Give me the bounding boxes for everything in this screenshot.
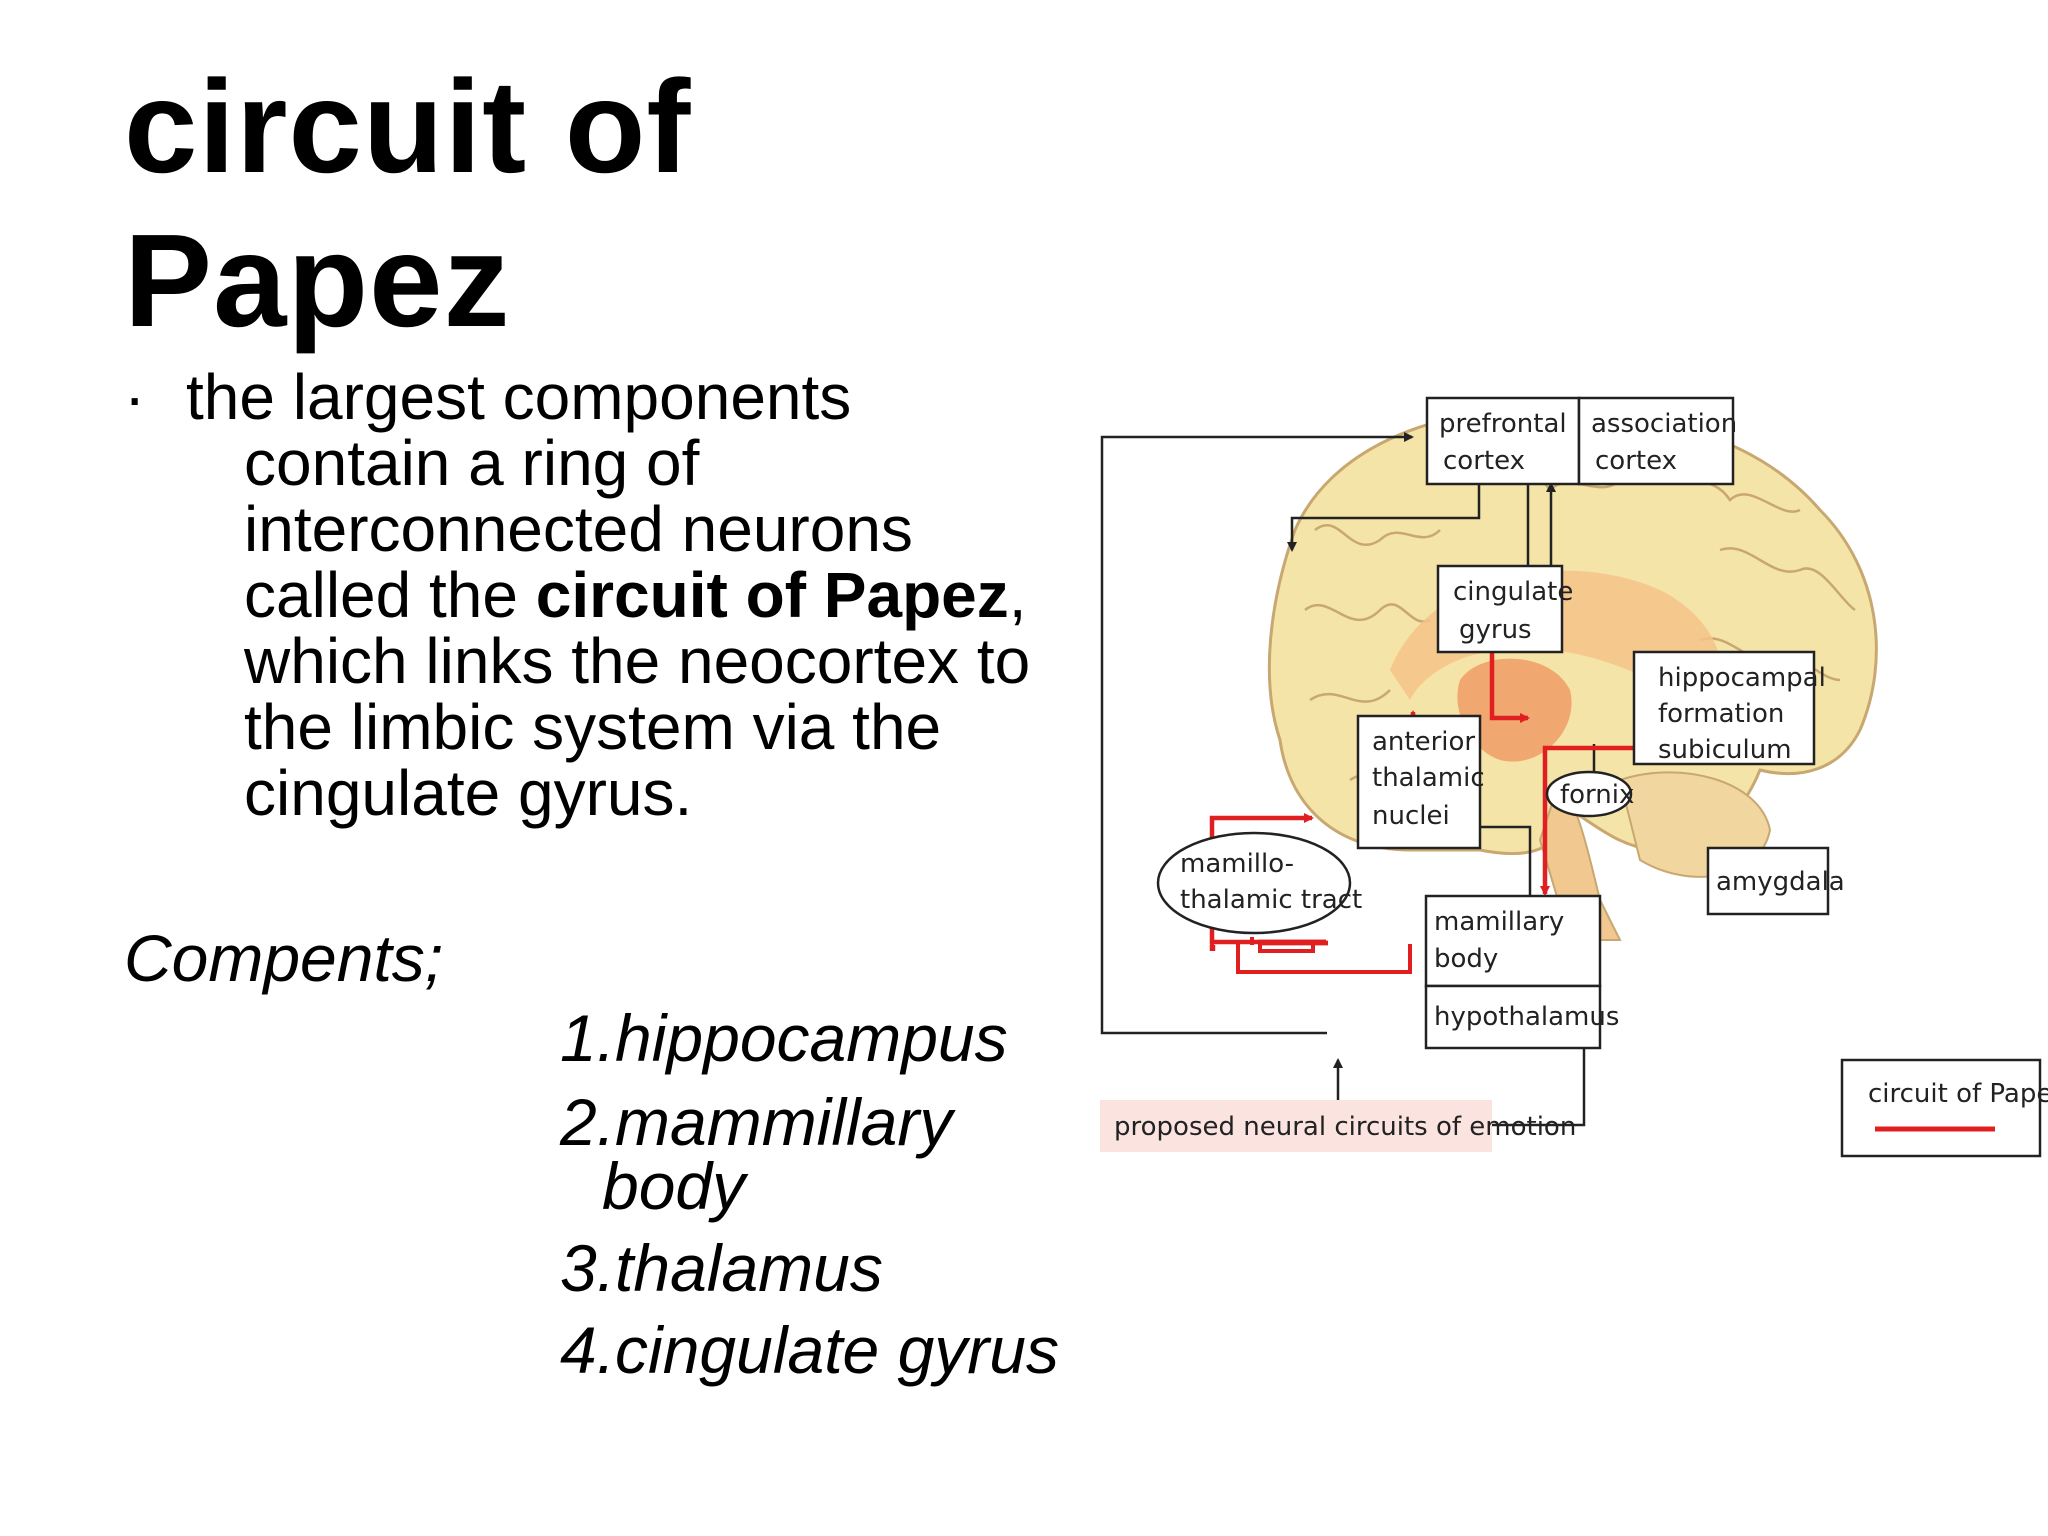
fornix-ellipse: [1545, 770, 1633, 818]
thalamus-shape: [1457, 658, 1572, 762]
bullet-marker: ·: [124, 361, 146, 433]
bullet-line: the largest components: [186, 361, 852, 433]
association-cortex-box: [1577, 396, 1735, 486]
component-item: 3.thalamus: [560, 1231, 883, 1305]
title-line-1: circuit of: [124, 53, 692, 200]
label-hippocampal: hippocampal: [1658, 663, 1826, 693]
bullet-paragraph: · the largest components contain a ring …: [124, 364, 1104, 826]
bullet-line: contain a ring of: [244, 427, 700, 499]
label-nuclei: nuclei: [1372, 801, 1450, 831]
red-hf-to-mamillary: [1540, 745, 1640, 896]
papez-red-connectors: [1236, 944, 1412, 974]
caption-background: [1100, 1100, 1492, 1152]
diagram-labels: prefrontal cortex association cortex cin…: [1114, 409, 2048, 1142]
label-amygdala: amygdala: [1716, 867, 1845, 897]
bullet-text: ,: [1008, 559, 1027, 631]
slide-title: circuit of Papez: [124, 50, 884, 358]
anterior-thalamic-box: [1356, 714, 1482, 850]
cingulate-gyrus-box: [1436, 564, 1564, 654]
label-formation: formation: [1658, 699, 1784, 729]
caption-text: proposed neural circuits of emotion: [1114, 1112, 1576, 1142]
legend-box: [1840, 1058, 2042, 1158]
label-cingulate: cingulate: [1453, 577, 1573, 607]
label-mamillo: mamillo-: [1180, 849, 1294, 879]
component-item: 2.mammillary: [560, 1085, 953, 1159]
bullet-line: called the circuit of Papez,: [124, 562, 1104, 628]
label-anterior: anterior: [1372, 727, 1475, 757]
label-hypothalamus: hypothalamus: [1434, 1002, 1619, 1032]
papez-red-paths: [1258, 943, 1315, 953]
mamillothalamic-ellipse: [1156, 831, 1352, 935]
hypothalamus-box: [1424, 984, 1602, 1050]
label-body: body: [1434, 944, 1498, 974]
component-item: 4.cingulate gyrus: [560, 1313, 1059, 1387]
bullet-text: called the: [244, 559, 536, 631]
label-thalamic-tract: thalamic tract: [1180, 885, 1362, 915]
label-thalamic: thalamic: [1372, 763, 1485, 793]
label-prefrontal: prefrontal: [1439, 409, 1567, 439]
amygdala-box: [1706, 846, 1830, 916]
bullet-line: interconnected neurons: [244, 493, 913, 565]
label-prefrontal-cortex: cortex: [1443, 446, 1525, 476]
label-subiculum: subiculum: [1658, 735, 1792, 765]
bullet-line: cingulate gyrus.: [244, 757, 693, 829]
diagram-boxes: [1156, 396, 2042, 1158]
label-mamillary: mamillary: [1434, 907, 1564, 937]
legend-label: circuit of Papez: [1868, 1079, 2048, 1109]
label-fornix: fornix: [1560, 780, 1634, 810]
component-item: body: [602, 1149, 746, 1223]
prefrontal-cortex-box: [1425, 396, 1581, 486]
compents-label: Compents;: [124, 921, 444, 995]
label-gyrus: gyrus: [1459, 615, 1532, 645]
label-association: association: [1591, 409, 1737, 439]
bullet-line: which links the neocortex to: [244, 625, 1031, 697]
component-item: 1.hippocampus: [560, 1001, 1008, 1075]
bullet-bold-text: circuit of Papez: [535, 559, 1009, 631]
title-line-2: Papez: [124, 207, 511, 354]
label-association-cortex: cortex: [1595, 446, 1677, 476]
papez-circuit-diagram: prefrontal cortex association cortex cin…: [1100, 396, 2048, 1158]
hippocampal-formation-box: [1632, 650, 1816, 766]
bullet-line: the limbic system via the: [244, 691, 942, 763]
